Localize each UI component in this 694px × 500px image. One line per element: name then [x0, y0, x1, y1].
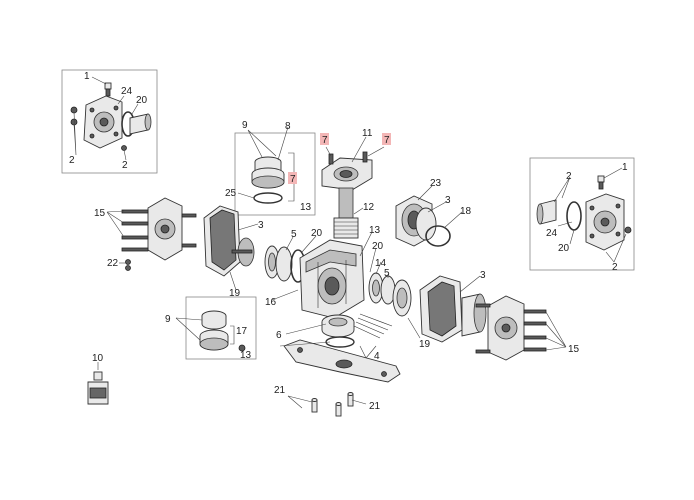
- callout-3-upper-right: 3: [445, 195, 451, 206]
- left-end-plate-assembly: [106, 197, 197, 271]
- callout-7-top-right: 7: [384, 135, 390, 146]
- callout-19-right: 19: [419, 339, 431, 350]
- left-bearing-stack: [264, 235, 317, 283]
- callout-16: 16: [265, 297, 277, 308]
- callout-20-middle-a: 20: [311, 228, 323, 239]
- callout-22: 22: [107, 258, 119, 269]
- drive-shaft-part-12: [338, 187, 354, 219]
- callout-2-right-a: 2: [566, 171, 572, 182]
- right-cover-assembly: [419, 275, 487, 343]
- inset-frame-left: [61, 69, 158, 174]
- callout-20-left: 20: [136, 95, 148, 106]
- bolt-part-7b: [362, 151, 368, 163]
- right-upper-seal-group: [395, 185, 463, 247]
- callout-7-upper-box: 7: [290, 174, 296, 185]
- gearbox-body: [271, 239, 365, 319]
- lower-gear-and-base: [279, 313, 401, 383]
- bolt-part-7a: [328, 153, 334, 165]
- callout-13-upper: 13: [300, 202, 312, 213]
- callout-1-right: 1: [622, 162, 628, 173]
- callout-2-right-b: 2: [612, 262, 618, 273]
- callout-5-right: 5: [384, 268, 390, 279]
- callout-25: 25: [225, 188, 237, 199]
- callout-5-left: 5: [291, 229, 297, 240]
- screw-part-1b: [597, 175, 605, 183]
- callout-17: 17: [236, 326, 248, 337]
- callout-19-left: 19: [229, 288, 241, 299]
- inset-lower-seal-kit: [175, 296, 257, 360]
- lower-bolt-set-4: [353, 313, 393, 339]
- callout-14: 14: [375, 258, 387, 269]
- highlight-part-7a: [320, 133, 329, 145]
- inset-left-pump-head: [61, 69, 158, 174]
- inset-upper-seal-kit: [234, 126, 316, 216]
- callout-18: 18: [460, 206, 472, 217]
- callout-21-left: 21: [274, 385, 286, 396]
- callout-3-right: 3: [480, 270, 486, 281]
- right-bearing-stack: [359, 231, 421, 339]
- highlight-part-7b: [382, 133, 391, 145]
- callout-13-lower: 13: [240, 350, 252, 361]
- o-ring-part-18: [425, 225, 451, 247]
- inset-right-pump-head: [529, 157, 635, 271]
- o-ring-part-25: [253, 192, 283, 204]
- callout-3-left: 3: [258, 220, 264, 231]
- inset-frame-lower: [185, 296, 257, 360]
- callout-10: 10: [92, 353, 104, 364]
- callout-13-middle: 13: [369, 225, 381, 236]
- callout-7-top-left: 7: [322, 135, 328, 146]
- callout-11: 11: [362, 128, 373, 139]
- callout-9-lower: 9: [165, 314, 171, 325]
- inset-frame-upper: [234, 132, 316, 216]
- callout-15-right: 15: [568, 344, 580, 355]
- callout-20-middle-b: 20: [372, 241, 384, 252]
- highlight-part-7c: [288, 172, 297, 184]
- right-end-plate-assembly: [475, 295, 567, 361]
- callout-9-upper: 9: [242, 120, 248, 131]
- left-cover-assembly: [203, 205, 259, 291]
- callout-1-left: 1: [84, 71, 90, 82]
- callout-15-left: 15: [94, 208, 106, 219]
- callout-23: 23: [430, 178, 442, 189]
- top-cap-assembly: [321, 136, 385, 239]
- grease-bottle-part-10: [87, 362, 109, 405]
- callout-8: 8: [285, 121, 291, 132]
- inset-frame-right: [529, 157, 635, 271]
- callout-24-right: 24: [546, 228, 558, 239]
- callout-4: 4: [374, 351, 380, 362]
- callout-12: 12: [363, 202, 375, 213]
- callout-6: 6: [276, 330, 282, 341]
- callout-20-right: 20: [558, 243, 570, 254]
- callout-21-right: 21: [369, 401, 381, 412]
- callout-2-left-b: 2: [122, 160, 128, 171]
- callout-24-left: 24: [121, 86, 133, 97]
- o-ring-part-20b: [566, 201, 582, 231]
- dowel-pins-part-21: [287, 392, 367, 417]
- callout-2-left-a: 2: [69, 155, 75, 166]
